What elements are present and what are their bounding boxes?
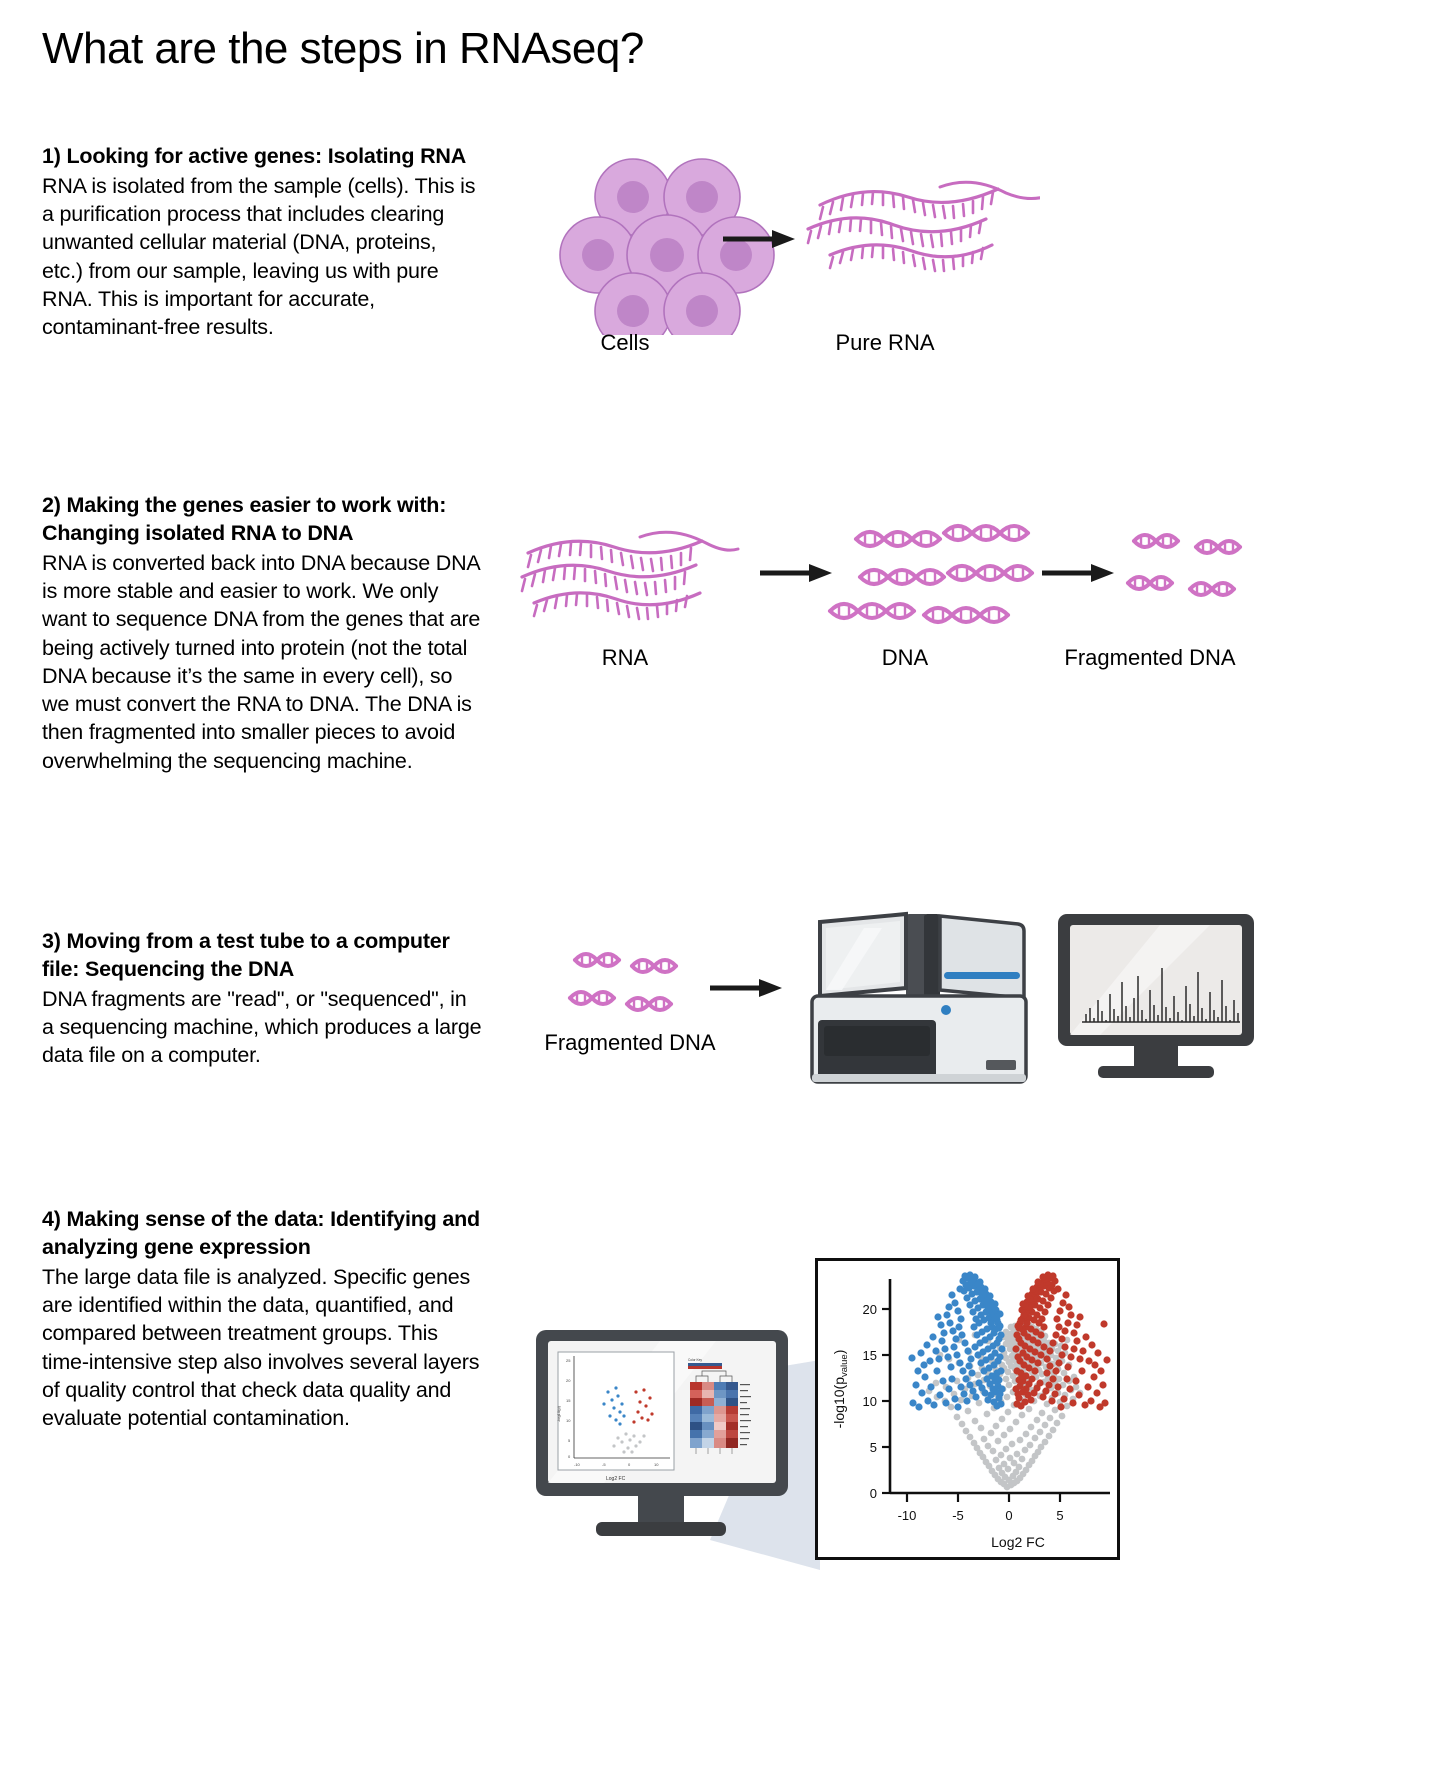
computer-monitor-icon (1058, 914, 1254, 1078)
step-1-text-block: 1) Looking for active genes: Isolating R… (42, 143, 482, 342)
svg-text:0: 0 (1005, 1508, 1012, 1523)
svg-text:-5: -5 (952, 1508, 964, 1523)
svg-text:5: 5 (568, 1438, 571, 1443)
x-axis-ticks (905, 1493, 1062, 1502)
svg-text:15: 15 (566, 1398, 571, 1403)
svg-text:0: 0 (870, 1486, 877, 1501)
svg-text:10: 10 (863, 1394, 877, 1409)
step-2-text-block: 2) Making the genes easier to work with:… (42, 492, 482, 775)
svg-text:15: 15 (863, 1348, 877, 1363)
step-3-heading: 3) Moving from a test tube to a computer… (42, 929, 450, 981)
svg-text:5: 5 (1056, 1508, 1063, 1523)
mini-heatmap: Color Key (688, 1358, 751, 1454)
arrow-icon-dna-to-fragmented (1042, 564, 1114, 582)
volcano-plot: 0 5 10 15 20 -10 -5 0 5 Log2 FC -log1 (815, 1258, 1120, 1560)
caption-pure-rna: Pure RNA (835, 330, 935, 355)
step-1-body: RNA is isolated from the sample (cells).… (42, 173, 476, 340)
svg-text:10: 10 (566, 1418, 571, 1423)
step-2-figure (520, 524, 1242, 624)
step-3-body: DNA fragments are "read", or "sequenced"… (42, 986, 482, 1068)
fragmented-dna-icon (1126, 533, 1242, 597)
arrow-icon-rna-to-dna (760, 564, 832, 582)
caption-fragmented-dna-step2: Fragmented DNA (1064, 645, 1236, 670)
analysis-monitor-icon: 25 20 15 10 5 0 -10 -5 0 10 (536, 1330, 788, 1536)
rna-icon (520, 530, 740, 621)
step-4-body: The large data file is analyzed. Specifi… (42, 1264, 480, 1431)
step-3-figure (568, 911, 1254, 1084)
x-axis-title: Log2 FC (991, 1534, 1045, 1550)
svg-text:-log10(p): -log10(p) (556, 1405, 561, 1422)
svg-text:Log2 FC: Log2 FC (606, 1476, 626, 1482)
svg-text:5: 5 (870, 1440, 877, 1455)
points-downregulated (908, 1271, 1006, 1411)
svg-text:0: 0 (568, 1454, 571, 1459)
svg-text:0: 0 (628, 1462, 631, 1467)
svg-text:25: 25 (566, 1358, 571, 1363)
svg-text:20: 20 (566, 1378, 571, 1383)
svg-text:20: 20 (863, 1302, 877, 1317)
step-1-figure (559, 158, 1040, 335)
y-axis-title: -log10(pvalue) (831, 1350, 850, 1429)
y-axis-ticks (882, 1307, 890, 1495)
sequence-trace-icon (1085, 968, 1239, 1022)
step-1-heading: 1) Looking for active genes: Isolating R… (42, 144, 467, 168)
arrow-icon-cells-to-rna (723, 230, 795, 248)
page-title: What are the steps in RNAseq? (42, 24, 644, 73)
svg-text:10: 10 (654, 1462, 659, 1467)
svg-text:-5: -5 (602, 1462, 606, 1467)
volcano-plot-svg: 0 5 10 15 20 -10 -5 0 5 Log2 FC -log1 (831, 1271, 1111, 1550)
points-upregulated (1012, 1271, 1111, 1411)
caption-dna: DNA (881, 645, 929, 670)
step-2-body: RNA is converted back into DNA because D… (42, 550, 481, 773)
arrow-icon-to-sequencer (710, 979, 782, 997)
cell-cluster-icon (559, 158, 775, 335)
caption-cells: Cells (600, 330, 650, 355)
pure-rna-icon (806, 180, 1040, 273)
step-4-heading: 4) Making sense of the data: Identifying… (42, 1207, 480, 1259)
svg-text:-10: -10 (574, 1462, 581, 1467)
step-3-text-block: 3) Moving from a test tube to a computer… (42, 928, 482, 1070)
sequencing-machine-icon (810, 911, 1028, 1084)
caption-fragmented-dna-step3: Fragmented DNA (544, 1030, 716, 1055)
fragmented-dna-icon-step3 (568, 952, 678, 1012)
mini-volcano-plot: 25 20 15 10 5 0 -10 -5 0 10 (556, 1351, 675, 1482)
x-axis-tick-labels: -10 -5 0 5 (898, 1508, 1064, 1523)
step-2-heading: 2) Making the genes easier to work with:… (42, 493, 447, 545)
caption-rna: RNA (601, 645, 649, 670)
step-4-text-block: 4) Making sense of the data: Identifying… (42, 1206, 482, 1432)
svg-text:-10: -10 (898, 1508, 917, 1523)
dna-icon (828, 524, 1034, 624)
svg-text:Color Key: Color Key (688, 1358, 702, 1362)
y-axis-tick-labels: 0 5 10 15 20 (863, 1302, 877, 1501)
